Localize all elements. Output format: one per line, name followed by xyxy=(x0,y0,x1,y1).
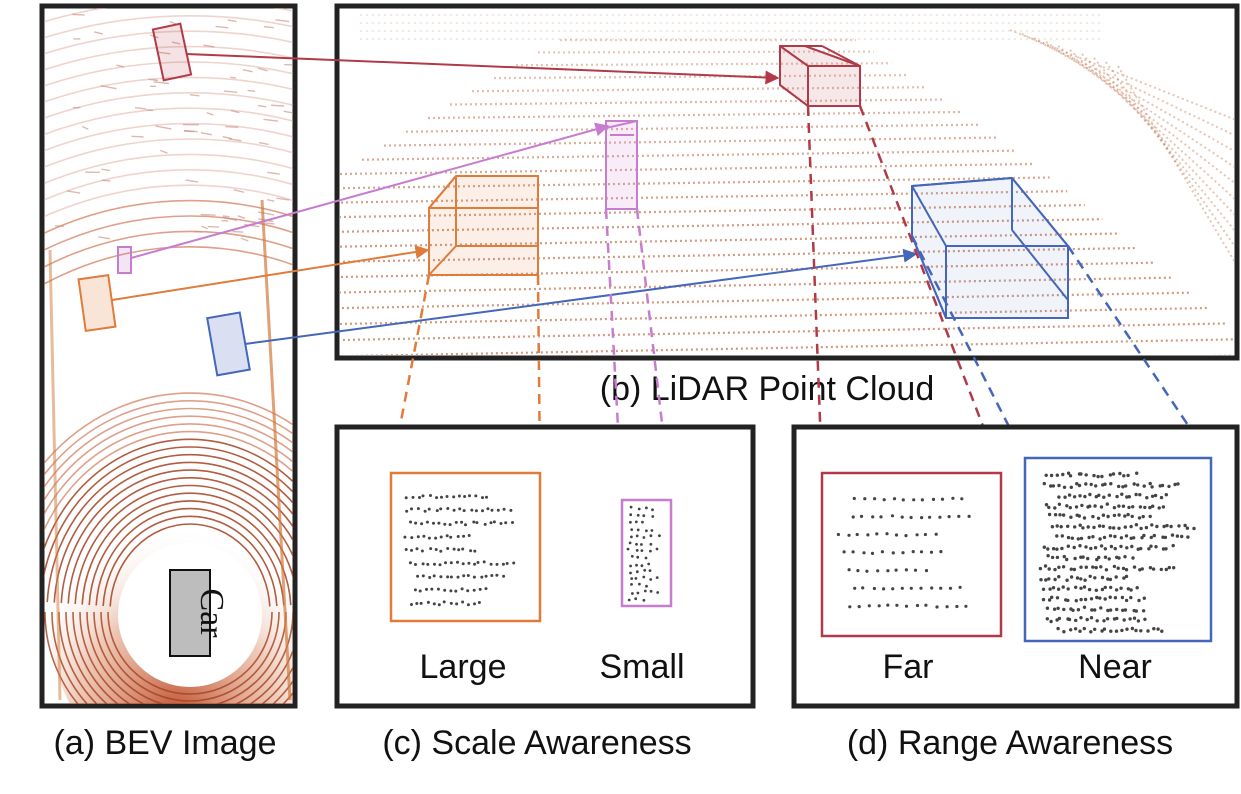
bev-box-far xyxy=(151,22,193,82)
range-panel: Far Near xyxy=(791,424,1240,709)
crop-near-points xyxy=(1038,471,1196,634)
label-near: Near xyxy=(1078,648,1152,686)
label-far: Far xyxy=(883,648,934,686)
label-small: Small xyxy=(599,648,684,686)
bev-box-near xyxy=(206,311,251,377)
crop-far-points xyxy=(836,496,971,609)
scale-panel: Large Small xyxy=(334,424,756,709)
crop-large xyxy=(389,471,542,623)
caption-bev: (a) BEV Image xyxy=(54,724,277,762)
caption-lidar: (b) LiDAR Point Cloud xyxy=(600,370,934,408)
caption-range: (d) Range Awareness xyxy=(847,724,1173,762)
car-marker: Car xyxy=(169,569,230,657)
lidar-box-large xyxy=(428,175,539,276)
bev-box-large xyxy=(77,274,117,332)
correspondence-arrows xyxy=(111,53,918,345)
lidar-scan-lines xyxy=(340,14,1234,355)
crop-small-points xyxy=(626,505,661,602)
caption-scale: (c) Scale Awareness xyxy=(382,724,691,762)
crop-far xyxy=(820,471,1003,638)
bev-box-small xyxy=(117,246,132,274)
lidar-box-small xyxy=(605,120,638,210)
arrow-near xyxy=(244,248,918,345)
arrow-large xyxy=(111,245,430,301)
arrow-far xyxy=(185,53,780,85)
arrow-small xyxy=(130,122,610,259)
lidar-panel: (b) LiDAR Point Cloud xyxy=(334,3,1240,408)
car-label: Car xyxy=(193,588,230,638)
label-large: Large xyxy=(420,648,507,686)
lidar-box-far xyxy=(779,45,861,107)
crop-large-points xyxy=(403,494,516,607)
bev-panel: Car xyxy=(39,3,298,709)
crop-near xyxy=(1023,456,1213,643)
crop-small xyxy=(620,498,673,608)
